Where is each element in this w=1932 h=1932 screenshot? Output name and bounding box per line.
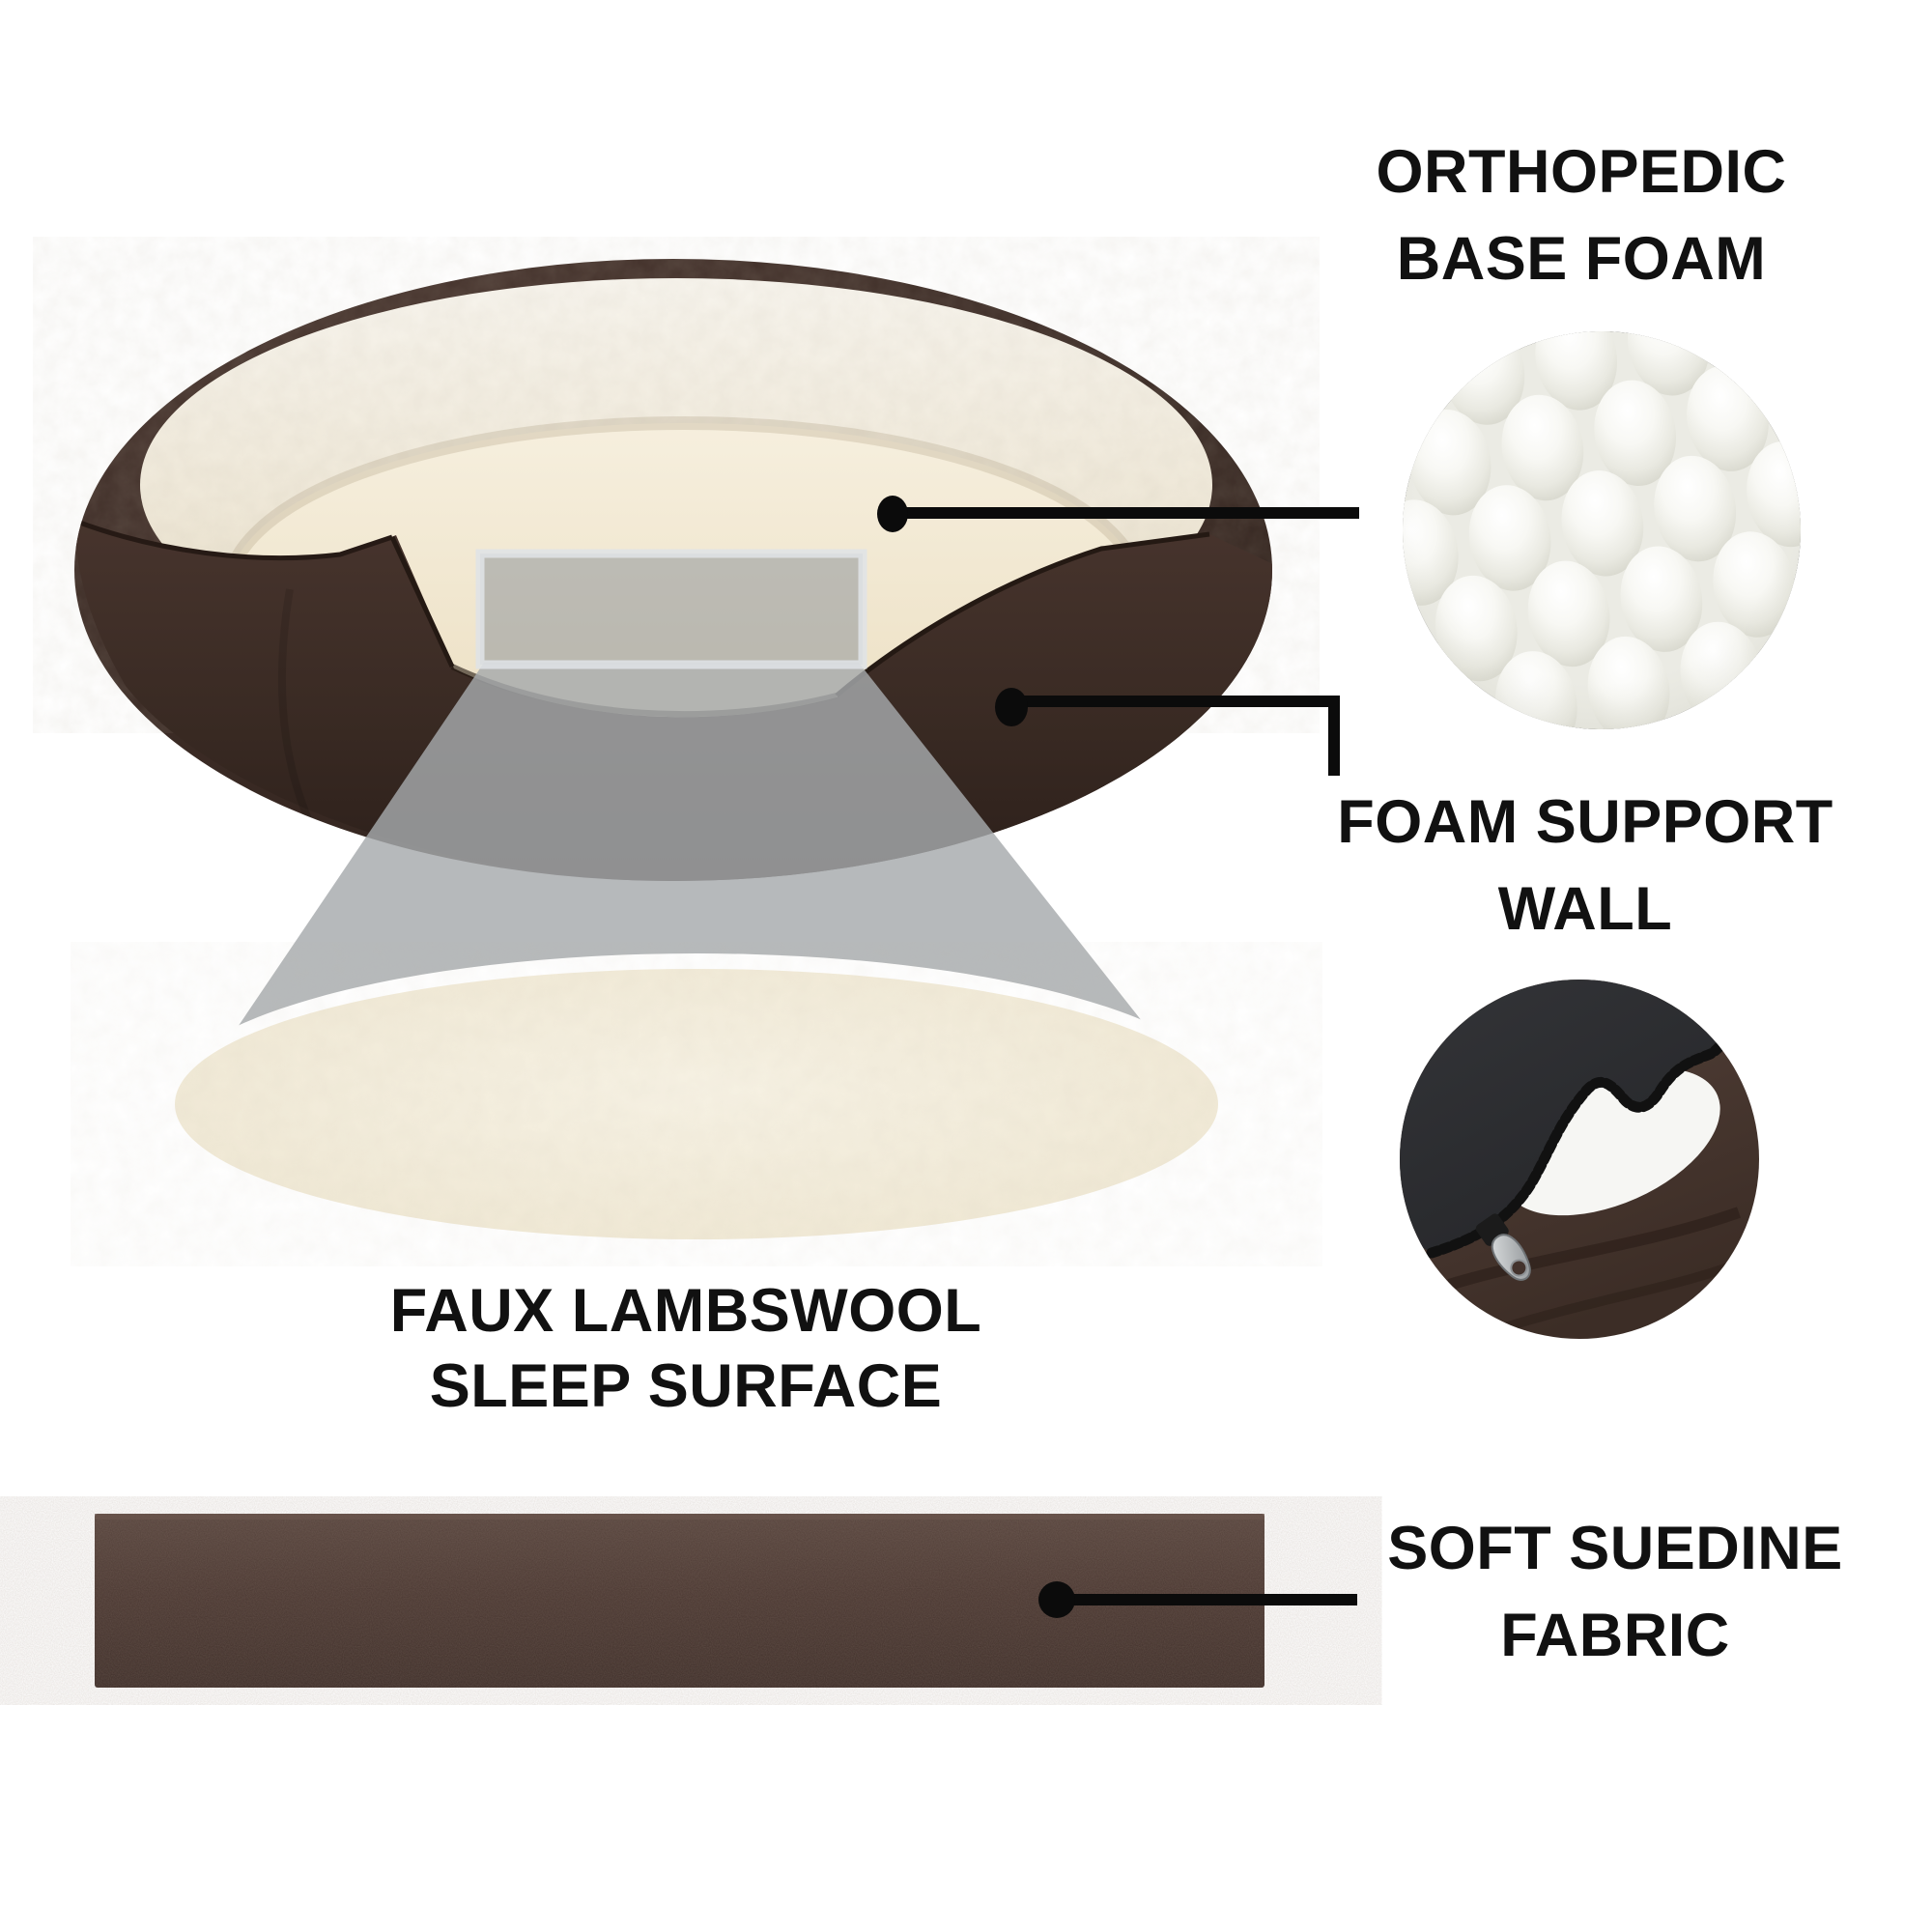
zipper-pull xyxy=(1475,1213,1531,1281)
suede-fold xyxy=(1447,1207,1741,1291)
magnifier-group xyxy=(159,549,1234,1255)
label-foam-support-wall: FOAM SUPPORT WALL xyxy=(1199,779,1932,952)
suedine-fabric-strip-image xyxy=(95,1514,1264,1688)
notch-edge-seam xyxy=(389,535,455,668)
label-line: FABRIC xyxy=(1500,1602,1730,1669)
label-line: SOFT SUEDINE xyxy=(1387,1515,1843,1582)
label-orthopedic-base-foam: ORTHOPEDIC BASE FOAM xyxy=(1195,128,1932,302)
callout-dot-suedine xyxy=(1038,1581,1075,1618)
label-faux-lambswool-sleep-surface: FAUX LAMBSWOOL SLEEP SURFACE xyxy=(299,1273,1072,1424)
magnifier-rectangle xyxy=(475,549,867,669)
callout-line-support-wall xyxy=(1011,696,1340,776)
egg-crate-foam-inset-image xyxy=(1403,331,1801,729)
label-soft-suedine-fabric: SOFT SUEDINE FABRIC xyxy=(1229,1505,1932,1679)
strip-top-highlight xyxy=(95,1514,1264,1520)
label-line: WALL xyxy=(1497,875,1673,943)
bed-front-wall xyxy=(74,519,1272,881)
callout-graphics xyxy=(877,496,1359,1618)
right-wall-seam xyxy=(835,531,1210,697)
label-line: BASE FOAM xyxy=(1396,225,1767,293)
label-line: FOAM SUPPORT xyxy=(1337,788,1833,856)
zipper-liner-inset-image xyxy=(1400,980,1759,1339)
callout-dot-support-wall xyxy=(995,688,1028,726)
zipper-teeth-dashes xyxy=(1426,1001,1751,1259)
callout-dot-base-foam xyxy=(877,496,908,532)
magnified-surface-texture xyxy=(175,969,1218,1239)
suede-texture xyxy=(95,1514,1264,1688)
front-wall-shape xyxy=(74,522,1272,881)
label-line: ORTHOPEDIC xyxy=(1376,138,1787,206)
wall-crease xyxy=(277,588,313,823)
label-line: SLEEP SURFACE xyxy=(429,1352,943,1420)
label-line: FAUX LAMBSWOOL xyxy=(389,1277,982,1345)
left-rim-piping xyxy=(76,519,393,561)
